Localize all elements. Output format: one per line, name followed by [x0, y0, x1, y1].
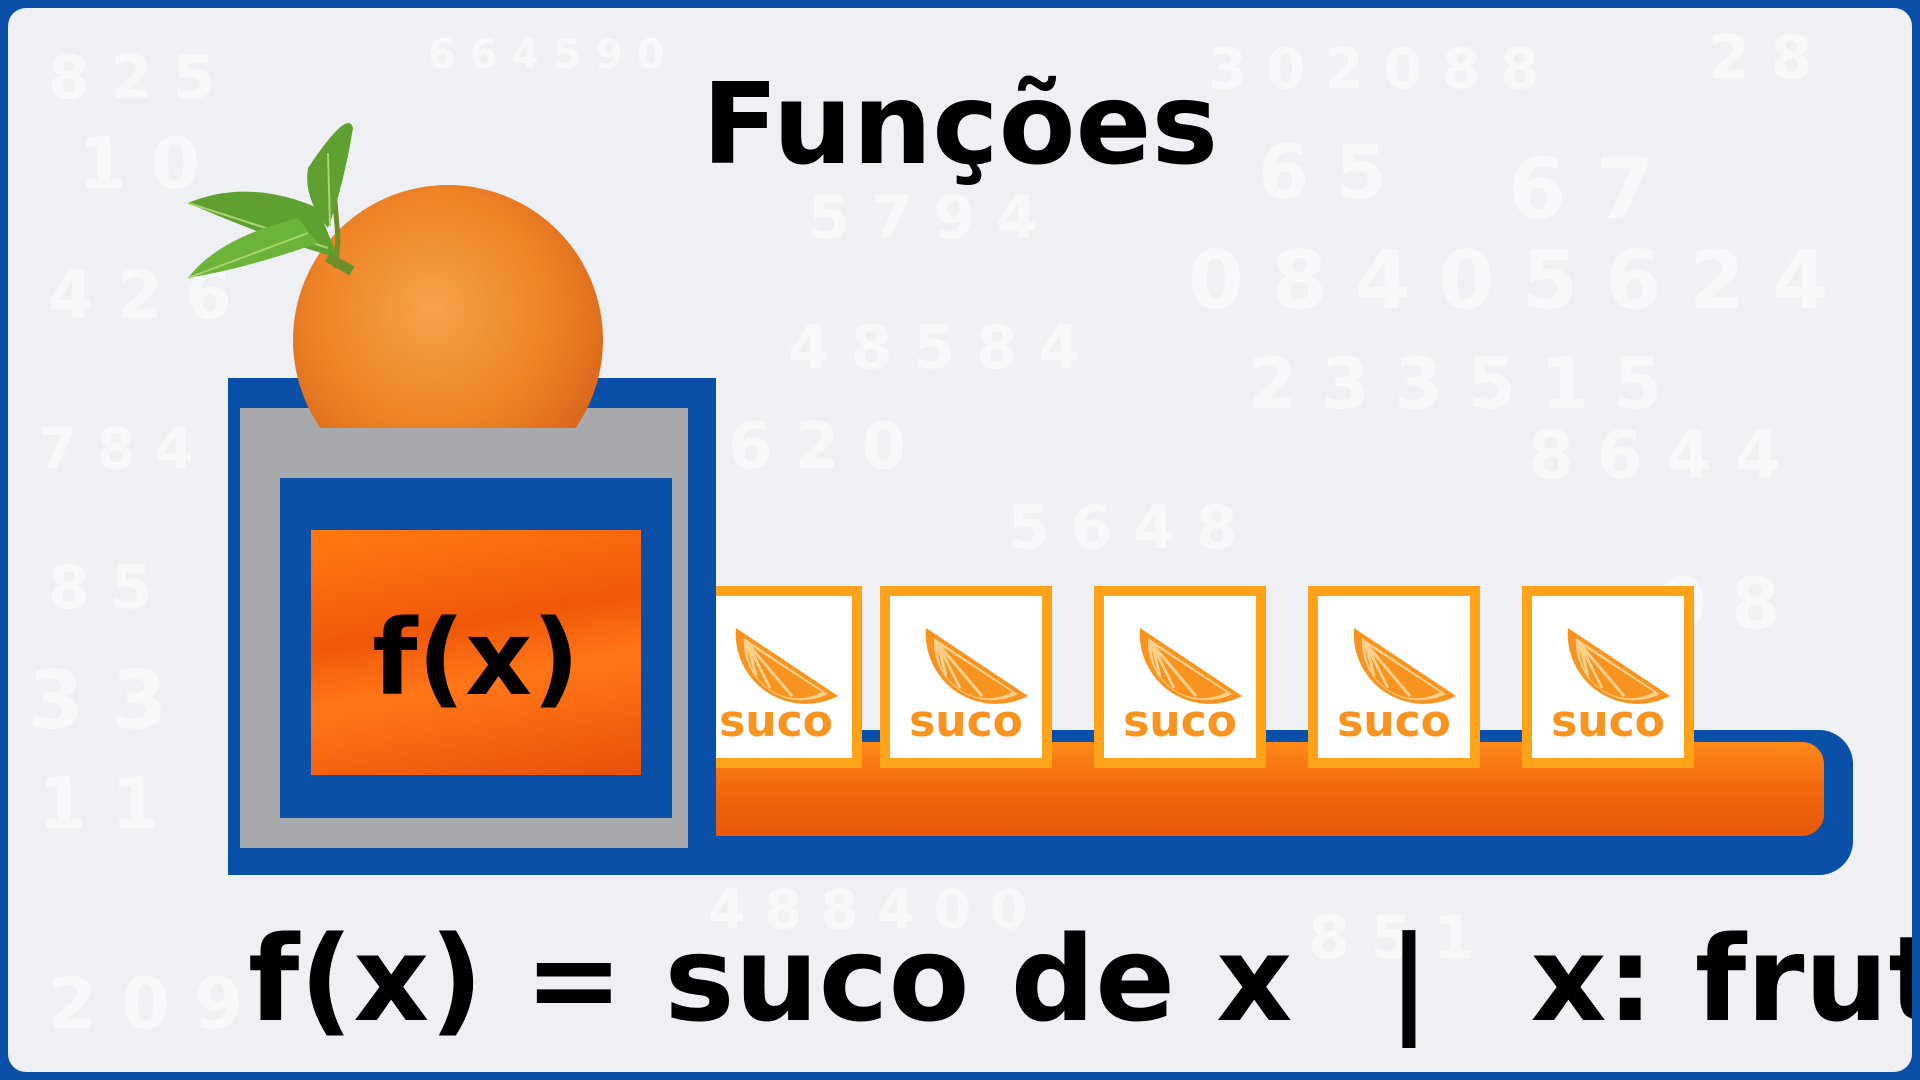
orange-slice-icon	[735, 628, 838, 704]
function-formula: f(x) = suco de x | x: fruta	[248, 910, 1912, 1048]
function-machine-screen: f(x)	[311, 530, 641, 775]
svg-text:5 7 9 4: 5 7 9 4	[808, 183, 1038, 253]
svg-text:6 5: 6 5	[1258, 130, 1387, 216]
orange-fruit-icon	[187, 123, 603, 428]
svg-text:6 2 0: 6 2 0	[728, 410, 906, 484]
juice-card: suco	[1308, 586, 1480, 768]
diagram-frame: 8 2 5 6 6 4 5 9 0 3 0 2 0 8 8 2 8 1 0 6 …	[8, 8, 1912, 1072]
formula-separator: |	[1387, 910, 1431, 1048]
juice-cards: suco suco	[8, 586, 1912, 786]
formula-definition: f(x) = suco de x	[248, 910, 1293, 1048]
svg-text:2 3 3 5 1 5: 2 3 3 5 1 5	[1248, 343, 1662, 425]
card-label: suco	[1337, 696, 1451, 747]
formula-domain: x: fruta	[1530, 910, 1912, 1048]
juice-card: suco	[690, 586, 862, 768]
svg-text:8 5 1: 8 5 1	[1308, 903, 1475, 973]
juice-card: suco	[1094, 586, 1266, 768]
svg-text:3 3: 3 3	[28, 654, 167, 747]
orange-slice-icon	[1567, 628, 1670, 704]
juice-card: suco	[880, 586, 1052, 768]
svg-text:0 8 4 0 5 6 2 4: 0 8 4 0 5 6 2 4	[1188, 234, 1828, 327]
svg-text:3 0 2 0 8 8: 3 0 2 0 8 8	[1208, 37, 1539, 102]
card-label: suco	[1123, 696, 1237, 747]
orange-slice-icon	[1353, 628, 1456, 704]
page-title: Funções	[701, 60, 1219, 190]
background-digits: 8 2 5 6 6 4 5 9 0 3 0 2 0 8 8 2 8 1 0 6 …	[28, 23, 1828, 1045]
svg-text:4 8 5 8 4: 4 8 5 8 4	[788, 313, 1080, 383]
svg-text:1 1: 1 1	[38, 763, 160, 845]
svg-text:2 0 9: 2 0 9	[48, 963, 243, 1045]
juice-card: suco	[1522, 586, 1694, 768]
card-label: suco	[1551, 696, 1665, 747]
orange-slice-icon	[1139, 628, 1242, 704]
svg-text:6 7: 6 7	[1508, 140, 1654, 238]
svg-text:5 6 4 8: 5 6 4 8	[1008, 493, 1238, 563]
svg-text:8 6 4 4: 8 6 4 4	[1528, 417, 1781, 494]
svg-text:8 2 5: 8 2 5	[48, 43, 215, 113]
svg-text:7 8 4: 7 8 4	[38, 417, 194, 482]
svg-text:2 8: 2 8	[1708, 23, 1812, 93]
function-label: f(x)	[372, 596, 580, 719]
svg-text:8 5: 8 5	[48, 553, 152, 623]
card-label: suco	[719, 696, 833, 747]
svg-text:1 0: 1 0	[78, 123, 200, 205]
svg-text:6 6 4 5 9 0: 6 6 4 5 9 0	[428, 32, 665, 78]
orange-slice-icon	[925, 628, 1028, 704]
card-label: suco	[909, 696, 1023, 747]
svg-text:4 8 8 4 0 0: 4 8 8 4 0 0	[708, 878, 1027, 941]
